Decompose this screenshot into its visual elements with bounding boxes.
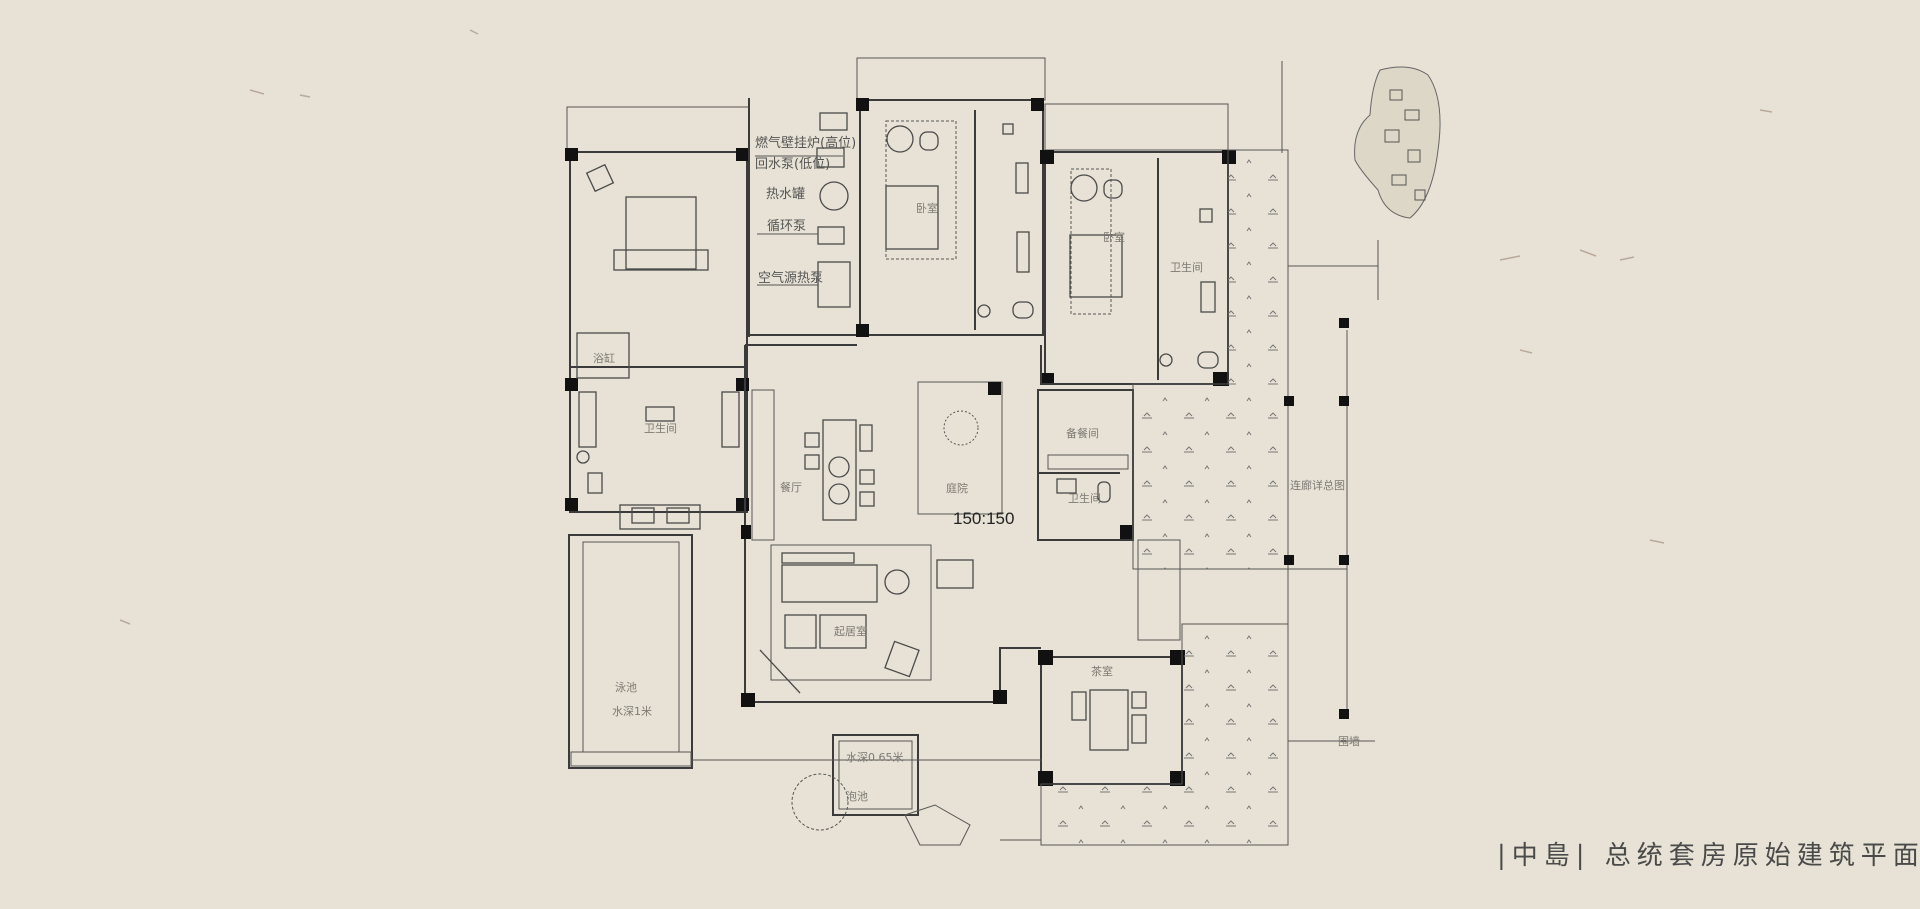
left-wing — [565, 106, 750, 530]
label-courtyard: 庭院 — [946, 481, 968, 495]
corridor — [692, 61, 1379, 845]
label-pantry: 备餐间 — [1066, 426, 1099, 440]
label-pool: 泳池 — [615, 680, 637, 694]
label-circulation-pump: 循环泵 — [767, 219, 806, 234]
bed — [625, 196, 697, 270]
label-bathroom-small: 卫生间 — [1068, 491, 1101, 505]
equipment-labels: 燃气壁挂炉(高位) 回水泵(低位) 热水罐 循环泵 空气源热泵 — [755, 135, 856, 286]
label-boundary-wall: 围墙 — [1338, 734, 1360, 748]
sofa — [781, 564, 878, 603]
living-rug — [770, 544, 932, 681]
label-bathroom-left: 卫生间 — [644, 421, 677, 435]
label-hot-tub-depth: 水深0.65米 — [846, 751, 904, 764]
room-labels: 卧室 卧室 卫生间 浴缸 卫生间 餐厅 庭院 150:150 起居室 备餐间 卫… — [593, 201, 1360, 803]
courtyard — [917, 381, 1003, 515]
hot-tub — [791, 734, 971, 846]
label-living: 起居室 — [834, 624, 867, 638]
label-hot-water-tank: 热水罐 — [766, 187, 805, 202]
label-bathroom-right: 卫生间 — [1170, 260, 1203, 274]
tree-icon — [791, 773, 849, 831]
swimming-pool — [568, 534, 693, 769]
site-key-map — [1354, 66, 1441, 219]
middle-bedroom-suite — [856, 57, 1046, 337]
equipment-room — [748, 98, 857, 337]
bathtub — [576, 332, 630, 379]
drawing-title: |中島| 总统套房原始建筑平面图 — [1497, 841, 1920, 871]
dimension-label: 150:150 — [953, 509, 1014, 528]
label-bathtub: 浴缸 — [593, 351, 615, 365]
right-bedroom-suite — [1040, 103, 1236, 386]
label-pool-depth: 水深1米 — [612, 705, 652, 718]
label-bedroom-middle: 卧室 — [916, 201, 938, 215]
label-air-source-heat-pump: 空气源热泵 — [758, 270, 823, 286]
label-bedroom-right: 卧室 — [1103, 230, 1125, 244]
label-dining: 餐厅 — [780, 480, 802, 494]
bed — [885, 185, 939, 250]
label-return-pump: 回水泵(低位) — [755, 157, 830, 172]
label-corridor-reference: 连廊详总图 — [1290, 478, 1345, 492]
label-tea-room: 茶室 — [1091, 664, 1113, 678]
main-hall — [741, 344, 1133, 707]
tree-icon — [943, 410, 979, 446]
dining-table — [822, 419, 857, 521]
bed — [1069, 234, 1123, 298]
label-hot-tub: 泡池 — [846, 789, 868, 803]
paper-texture — [119, 29, 1773, 625]
label-boiler: 燃气壁挂炉(高位) — [755, 135, 856, 151]
